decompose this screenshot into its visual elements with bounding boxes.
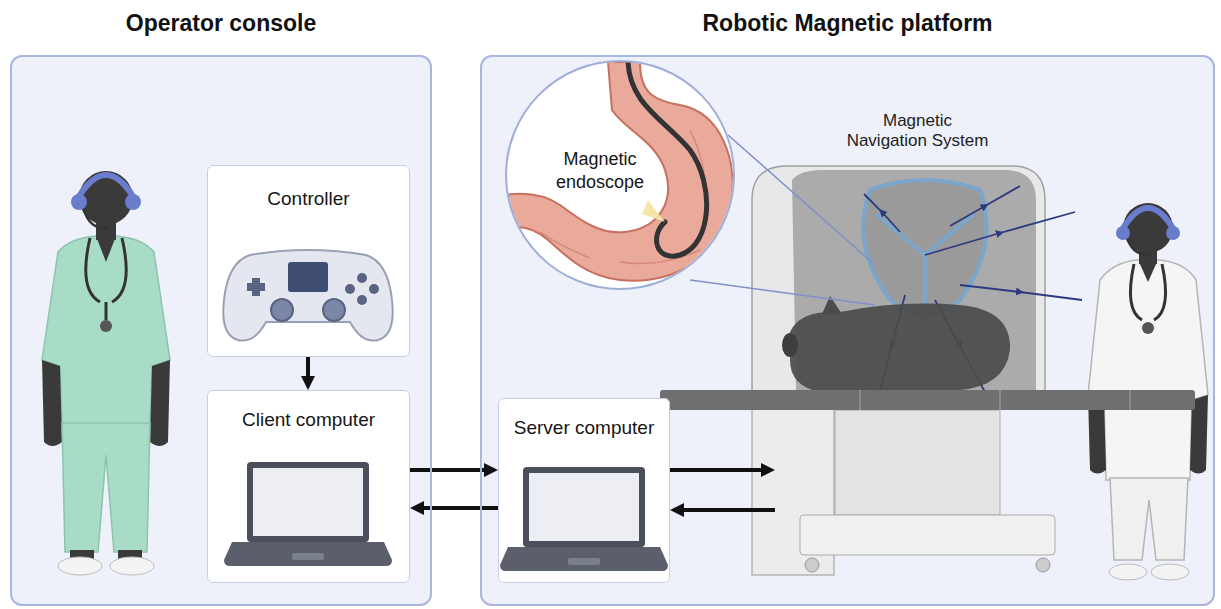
- doctor-figure-part: [86, 238, 126, 302]
- gamepad-icon: [223, 250, 392, 341]
- stomach-illustration-part: [505, 62, 733, 281]
- group-panel: Operator consoleControllerClient compute…: [10, 55, 432, 606]
- box-fill-part: [505, 60, 735, 290]
- laptop-icon-part: [247, 462, 369, 542]
- machine-label: Magnetic Navigation System: [844, 111, 992, 152]
- panel-title: Robotic Magnetic platform: [482, 10, 1213, 36]
- leader-lines-part: [728, 135, 875, 265]
- doctor-figure-part: [62, 423, 150, 552]
- laptop-icon-part: [500, 547, 668, 571]
- gamepad-icon-part: [288, 262, 328, 292]
- laptop-icon-part: [224, 542, 392, 566]
- field-lines-part: [925, 212, 1075, 255]
- inset-label: Magnetic endoscope: [545, 148, 655, 193]
- operating-table-part: [1036, 558, 1050, 572]
- doctor-figure-part: [42, 360, 62, 446]
- laptop-icon: [500, 467, 668, 571]
- operating-table-part: [805, 558, 819, 572]
- nurse-figure-part: [1139, 262, 1157, 282]
- doctor-figure-part: [78, 175, 134, 198]
- nurse-figure-part: [1122, 208, 1174, 230]
- gamepad-icon-part: [345, 284, 355, 294]
- gamepad-icon-part: [369, 284, 379, 294]
- nurse-figure-part: [1130, 264, 1165, 320]
- operating-table-part: [835, 410, 1000, 515]
- laptop-icon-part: [568, 558, 600, 565]
- doctor-figure-part: [105, 302, 108, 320]
- arrow-connector: [306, 357, 310, 382]
- nurse-figure-part: [1128, 240, 1150, 254]
- gamepad-icon-part: [271, 299, 293, 321]
- nurse-figure-part: [1110, 478, 1188, 560]
- pig: [782, 296, 1010, 392]
- panel-fill-part: [10, 55, 432, 606]
- box-fill-part: [207, 390, 410, 583]
- laptop-icon: [224, 462, 392, 566]
- panel-title: Operator console: [12, 10, 430, 36]
- pig-part: [782, 333, 798, 357]
- process-box: Controller: [207, 165, 410, 357]
- gamepad-icon-part: [223, 250, 392, 341]
- laptop-icon-part: [253, 468, 363, 536]
- magnetic-navigation-machine-part: [876, 214, 974, 318]
- box-label: Controller: [267, 188, 349, 211]
- panel-fill-part: [480, 55, 1215, 606]
- laptop-icon-part: [529, 473, 639, 541]
- operating-table-part: [860, 390, 1130, 410]
- doctor-figure-part: [110, 557, 154, 575]
- nurse-figure-part: [1116, 226, 1130, 240]
- box-fill: [207, 60, 735, 583]
- stomach-illustration-part: [642, 200, 665, 222]
- nurse-figure-part: [1151, 564, 1189, 580]
- pig-part: [790, 304, 1010, 392]
- group-panel: Robotic Magnetic platformServer computer…: [480, 55, 1215, 606]
- field-lines-part: [864, 194, 900, 232]
- magnetic-navigation-machine: [752, 166, 1045, 575]
- gamepad-icon-part: [323, 299, 345, 321]
- doctor-figure-part: [150, 360, 170, 446]
- gamepad-icon-part: [357, 273, 367, 283]
- doctor-figure-part: [42, 236, 170, 425]
- leader-lines-part: [690, 280, 875, 305]
- operating-table: [660, 390, 1195, 572]
- operating-table-part: [660, 390, 1195, 410]
- arrow-connector: [418, 506, 498, 510]
- inset-circle: Magnetic endoscope: [505, 60, 735, 290]
- stomach-illustration: [505, 62, 733, 281]
- stomach-illustration-part: [540, 130, 706, 264]
- doctor-figure: [42, 171, 170, 575]
- process-box: Client computer: [207, 390, 410, 583]
- doctor-figure-part: [71, 194, 87, 210]
- nurse-figure-part: [1166, 226, 1180, 240]
- magnetic-navigation-machine-part: [752, 166, 1045, 395]
- box-fill-part: [498, 398, 670, 583]
- machine-node: Magnetic Navigation System: [775, 105, 1060, 575]
- box-label: Server computer: [514, 417, 654, 440]
- arrow-connector: [678, 508, 775, 512]
- nurse-figure-part: [1088, 260, 1208, 480]
- doctor-figure-part: [100, 320, 112, 332]
- operating-table-part: [800, 515, 1055, 555]
- doctor-figure-part: [125, 194, 141, 210]
- doctor-figure-part: [84, 210, 108, 228]
- field-lines-part: [950, 186, 1020, 226]
- arrow-connector: [410, 468, 490, 472]
- arrow-connector: [670, 468, 767, 472]
- gamepad-icon-part: [357, 295, 367, 305]
- field-lines-part: [960, 285, 1082, 300]
- gamepad-icon-part: [252, 278, 260, 296]
- nurse-figure-part: [1109, 564, 1147, 580]
- nurse-figure-part: [1142, 322, 1154, 334]
- doctor-figure-part: [58, 557, 102, 575]
- process-box: Server computer: [498, 398, 670, 583]
- box-fill-part: [207, 165, 410, 357]
- laptop-icon-part: [292, 553, 324, 560]
- laptop-icon-part: [523, 467, 645, 547]
- panel-fill: [10, 55, 1215, 606]
- stomach-illustration-part: [628, 62, 707, 256]
- box-label: Client computer: [242, 409, 375, 432]
